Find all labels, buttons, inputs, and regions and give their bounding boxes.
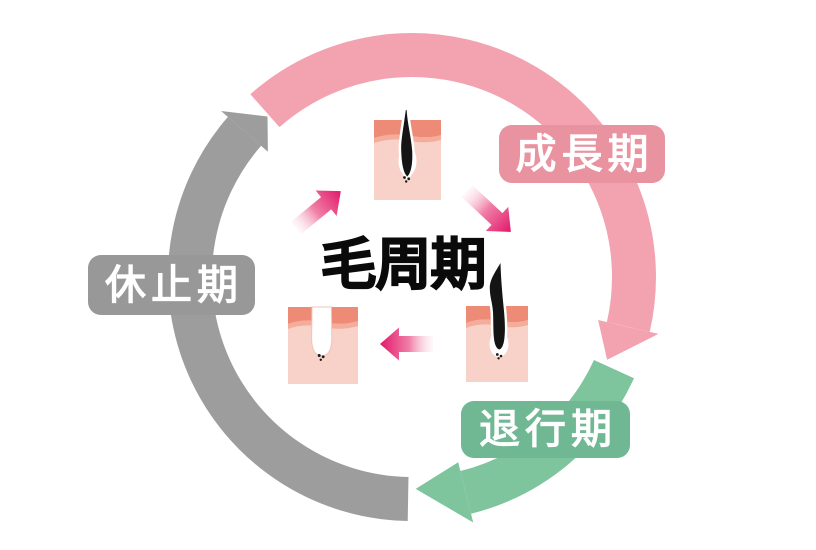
papilla-dot [407, 177, 411, 181]
telogen-follicle-illustration [288, 306, 358, 384]
papilla-dot [319, 358, 322, 361]
diagram-title: 毛周期 [320, 232, 488, 299]
hair-icon [401, 110, 413, 177]
papilla-dot [497, 357, 500, 360]
resting-phase-label: 休止期 [88, 255, 255, 315]
regression-phase-label: 退行期 [461, 401, 630, 458]
hair-icon [489, 263, 505, 350]
catagen-to-telogen-arrow-icon [380, 327, 433, 361]
anagen-to-catagen-arrow-icon [461, 185, 511, 232]
empty-follicle-canal [311, 306, 333, 357]
papilla-dot [499, 354, 503, 358]
resting-arc [167, 116, 409, 521]
growth-phase-label: 成長期 [499, 125, 665, 183]
papilla-dot [403, 176, 406, 179]
growth-arc [250, 33, 656, 332]
regression-arc-arrowhead-icon [415, 462, 474, 523]
regression-phase-label-text: 退行期 [479, 405, 617, 453]
papilla-dot [495, 353, 499, 356]
resting-phase-label-text: 休止期 [105, 260, 243, 309]
anagen-follicle-illustration [374, 107, 441, 200]
resting-arc-arrowhead-icon [221, 111, 268, 152]
papilla-dot [321, 355, 325, 359]
papilla-dot [405, 180, 408, 183]
papilla-dot [317, 354, 321, 357]
growth-phase-label-text: 成長期 [515, 129, 654, 178]
telogen-to-anagen-arrow-icon [290, 190, 341, 235]
growth-arc-arrowhead-icon [598, 320, 659, 360]
catagen-follicle-illustration [466, 254, 528, 382]
